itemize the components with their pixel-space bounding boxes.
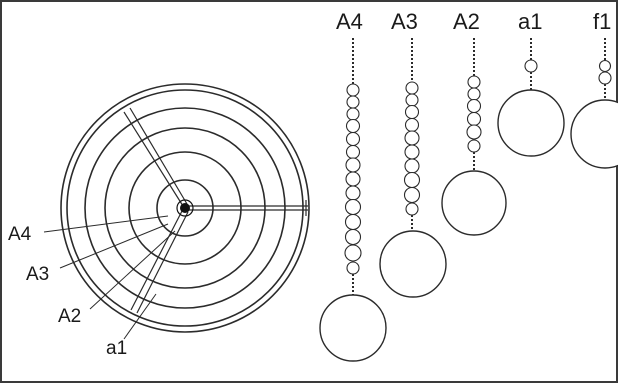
pendant-label-a1: a1: [518, 9, 542, 34]
bead: [405, 81, 419, 95]
pendant-bob-A3: [379, 230, 447, 298]
pendant-A3: A3: [379, 9, 447, 298]
pendant-beads-f1: [598, 59, 612, 85]
pendant-label-f1: f1: [593, 9, 611, 34]
pendant-label-A2: A2: [453, 9, 480, 34]
bead: [404, 144, 420, 160]
bead: [344, 244, 362, 262]
bead: [467, 87, 481, 101]
bead: [344, 213, 362, 231]
bead: [403, 171, 421, 189]
disc-label-a2: A2: [58, 306, 81, 327]
bead: [404, 158, 420, 174]
pendant-bob-A4: [319, 294, 387, 362]
bead: [466, 124, 482, 140]
bead: [467, 75, 481, 89]
bead: [344, 198, 362, 216]
bead: [466, 111, 482, 127]
bead: [345, 185, 361, 201]
pendant-label-A4: A4: [336, 9, 363, 34]
bead: [403, 186, 421, 204]
pendant-beads-a1: [524, 59, 538, 73]
disc-ring-a4: [128, 151, 242, 265]
disc-ring-a1: [66, 89, 304, 327]
concentric-disc: [60, 83, 310, 333]
bead: [346, 95, 360, 109]
disc-label-a4: A4: [8, 224, 32, 245]
bead: [467, 139, 481, 153]
pendant-bob-a1: [497, 89, 565, 157]
pendant-a1: a1: [497, 9, 565, 157]
bead: [345, 144, 361, 160]
bead: [466, 98, 482, 114]
bead: [598, 71, 612, 85]
bead: [405, 202, 419, 216]
disc-radial-lines: [123, 107, 308, 314]
disc-ring-a2: [84, 107, 286, 309]
bead: [405, 93, 419, 107]
bead: [345, 118, 361, 134]
pendant-beads-A2: [466, 75, 482, 153]
pendant-A4: A4: [319, 9, 387, 362]
pendant-label-A3: A3: [391, 9, 418, 34]
bead: [346, 83, 360, 97]
bead: [524, 59, 538, 73]
disc-ring-a3: [104, 127, 266, 289]
bead: [404, 117, 420, 133]
disc-ring-outer: [60, 83, 310, 333]
disc-center-hub: [180, 203, 190, 213]
disc-label-a3: A3: [26, 264, 49, 285]
pendant-bob-f1: [570, 99, 618, 169]
bead: [598, 59, 612, 73]
pendant-A2: A2: [441, 9, 507, 236]
bead: [345, 171, 361, 187]
disc-ring-inner: [156, 179, 214, 237]
bead: [344, 228, 362, 246]
bead: [345, 157, 361, 173]
bead: [404, 104, 420, 120]
bead: [346, 107, 360, 121]
pendant-f1: f1: [570, 9, 618, 169]
bead: [345, 131, 361, 147]
pendant-bob-A2: [441, 170, 507, 236]
bead: [404, 130, 420, 146]
bead: [346, 261, 360, 275]
disc-label-a1: a1: [106, 338, 127, 359]
pendant-beads-A3: [403, 81, 421, 216]
pendant-beads-A4: [344, 83, 362, 275]
label-leader-lines: [43, 215, 176, 340]
